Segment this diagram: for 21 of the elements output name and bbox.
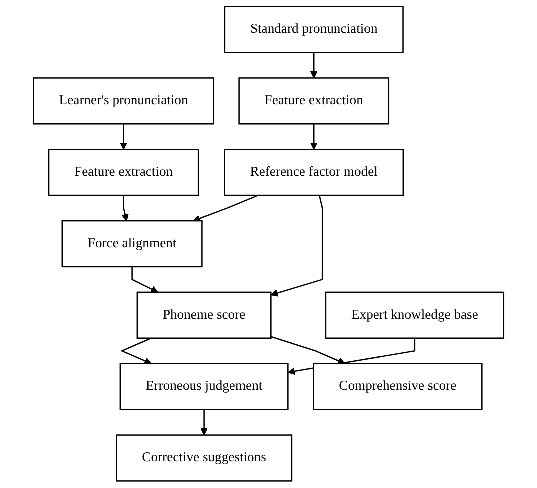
arrow: [270, 195, 323, 297]
node-box: Erroneous judgement: [119, 363, 288, 410]
arrow: [270, 336, 346, 365]
arrow: [310, 52, 318, 79]
node-box: Phoneme score: [136, 292, 272, 339]
node-box: Feature extraction: [48, 149, 199, 196]
arrow: [120, 338, 152, 365]
node-box: Force alignment: [61, 220, 202, 268]
arrow: [192, 194, 258, 222]
arrow: [120, 124, 128, 150]
node-box: Expert knowledge base: [324, 292, 504, 339]
node-box: Corrective suggestions: [116, 434, 292, 482]
arrow: [200, 410, 208, 436]
arrow: [131, 266, 158, 293]
node-box: Standard pronunciation: [224, 6, 404, 54]
arrow: [121, 196, 129, 222]
node-box: Comprehensive score: [312, 363, 482, 410]
node-box: Feature extraction: [238, 78, 390, 125]
arrow: [310, 124, 318, 150]
node-box: Reference factor model: [224, 149, 404, 196]
node-box: Learner's pronunciation: [32, 78, 214, 125]
